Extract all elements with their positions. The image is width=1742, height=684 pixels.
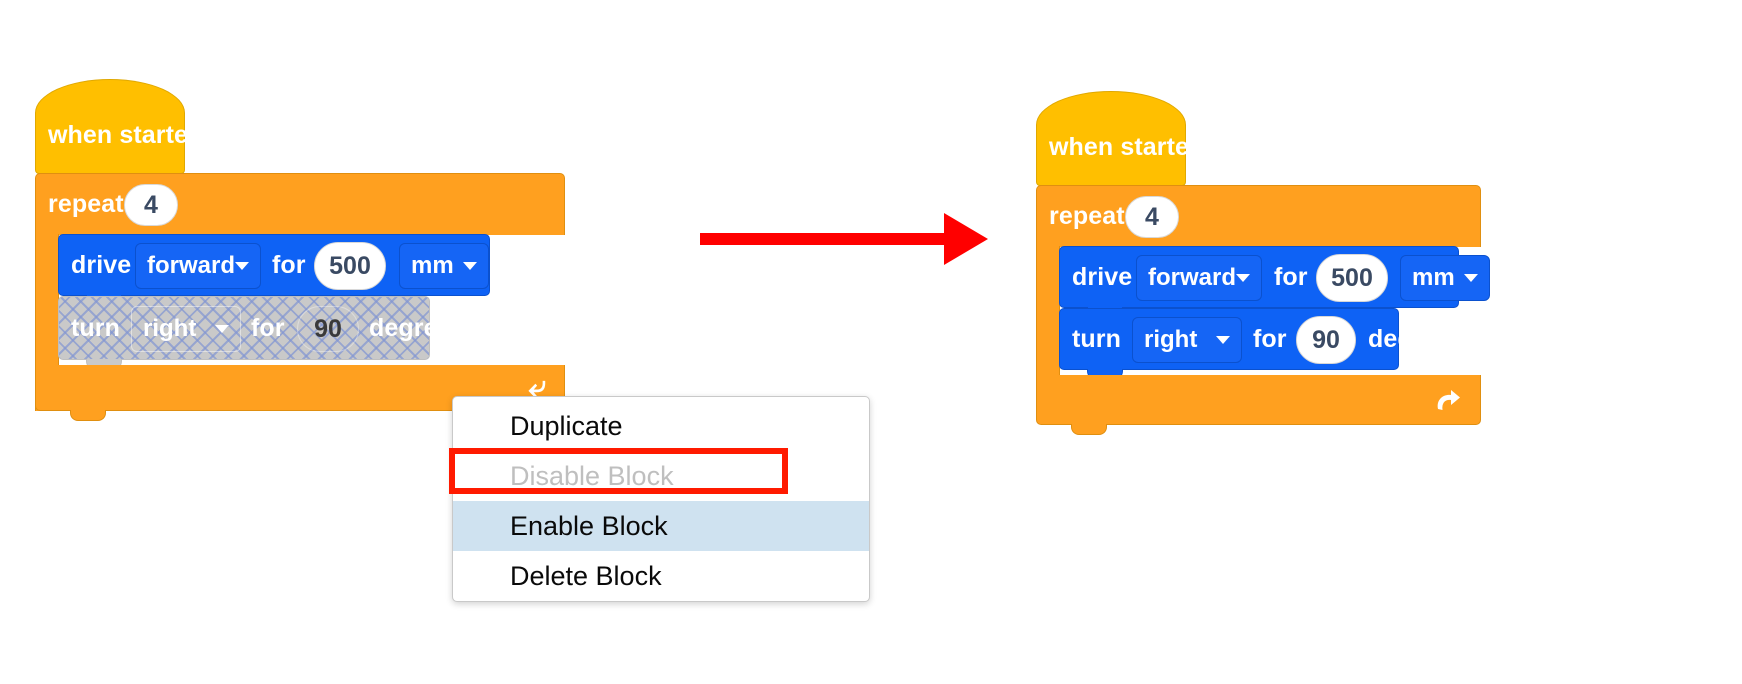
drive-unit-value: mm	[411, 252, 454, 279]
drive-distance-input[interactable]: 500	[1316, 254, 1388, 302]
repeat-block-keyword: repeat	[1049, 202, 1125, 230]
turn-amount-input[interactable]: 90	[297, 306, 359, 352]
drive-block-after[interactable]: drive forward for 500 mm	[1059, 246, 1490, 308]
turn-direction-dropdown[interactable]: right	[1132, 317, 1242, 363]
repeat-block-bottom-bar-after[interactable]	[1036, 375, 1481, 425]
chevron-down-icon	[463, 262, 477, 270]
turn-block-after[interactable]: turn right for 90 degrees	[1059, 308, 1464, 370]
drive-direction-dropdown[interactable]: forward	[1136, 255, 1262, 301]
repeat-count-input[interactable]: 4	[1125, 196, 1179, 238]
repeat-block-spine-after	[1036, 246, 1060, 380]
turn-block-disabled[interactable]: turn right for 90 degrees	[58, 296, 465, 360]
chevron-down-icon	[1216, 336, 1230, 344]
drive-unit-dropdown[interactable]: mm	[1400, 255, 1490, 301]
turn-block-keyword: turn	[71, 314, 120, 342]
drive-direction-value: forward	[1148, 264, 1237, 291]
chevron-down-icon	[1464, 274, 1478, 282]
repeat-count-input[interactable]: 4	[124, 184, 178, 226]
repeat-block-keyword: repeat	[48, 190, 124, 218]
menu-item-enable-block[interactable]: Enable Block	[453, 501, 869, 551]
hat-block-when-started-after[interactable]: when started	[1036, 91, 1204, 186]
turn-direction-value: right	[1144, 326, 1198, 353]
drive-for-label: for	[1274, 263, 1308, 291]
hat-block-dome	[35, 79, 185, 120]
right-arrow-shaft	[700, 233, 945, 245]
loop-arrow-icon	[1437, 390, 1460, 410]
chevron-down-icon	[215, 325, 229, 333]
turn-for-label: for	[251, 314, 285, 342]
menu-item-disable-block: Disable Block	[510, 460, 674, 491]
turn-unit-label: degrees	[369, 314, 466, 342]
repeat-bottom-notch	[1071, 424, 1107, 435]
turn-block-keyword: turn	[1072, 325, 1121, 353]
drive-distance-input[interactable]: 500	[314, 242, 386, 290]
drive-direction-dropdown[interactable]: forward	[135, 243, 261, 289]
menu-item-delete-block[interactable]: Delete Block	[510, 560, 662, 591]
drive-block-keyword: drive	[71, 251, 132, 279]
chevron-down-icon	[1236, 274, 1251, 282]
hat-block-label: when started	[48, 121, 204, 149]
right-arrow-icon	[944, 213, 988, 265]
drive-block[interactable]: drive forward for 500 mm	[58, 234, 490, 296]
drive-unit-dropdown[interactable]: mm	[399, 243, 489, 289]
repeat-block-top-bar[interactable]: repeat 4	[35, 173, 565, 235]
drive-unit-value: mm	[1412, 264, 1455, 291]
turn-unit-label: degrees	[1368, 325, 1465, 353]
hat-block-label: when started	[1049, 133, 1205, 161]
turn-direction-dropdown[interactable]: right	[131, 306, 241, 352]
chevron-down-icon	[235, 262, 250, 270]
turn-amount-input[interactable]: 90	[1296, 316, 1356, 364]
block-context-menu[interactable]: Duplicate Disable Block Enable Block Del…	[452, 396, 870, 602]
hat-block-when-started[interactable]: when started	[35, 79, 203, 174]
hat-block-dome	[1036, 91, 1186, 132]
drive-block-keyword: drive	[1072, 263, 1133, 291]
turn-direction-value: right	[143, 315, 197, 342]
drive-direction-value: forward	[147, 252, 236, 279]
turn-for-label: for	[1253, 325, 1287, 353]
repeat-block-top-bar-after[interactable]: repeat 4	[1036, 185, 1481, 247]
menu-item-duplicate[interactable]: Duplicate	[510, 410, 623, 441]
repeat-bottom-notch	[70, 410, 106, 421]
loop-arrow-icon: ⤶	[528, 369, 546, 404]
drive-for-label: for	[272, 251, 306, 279]
